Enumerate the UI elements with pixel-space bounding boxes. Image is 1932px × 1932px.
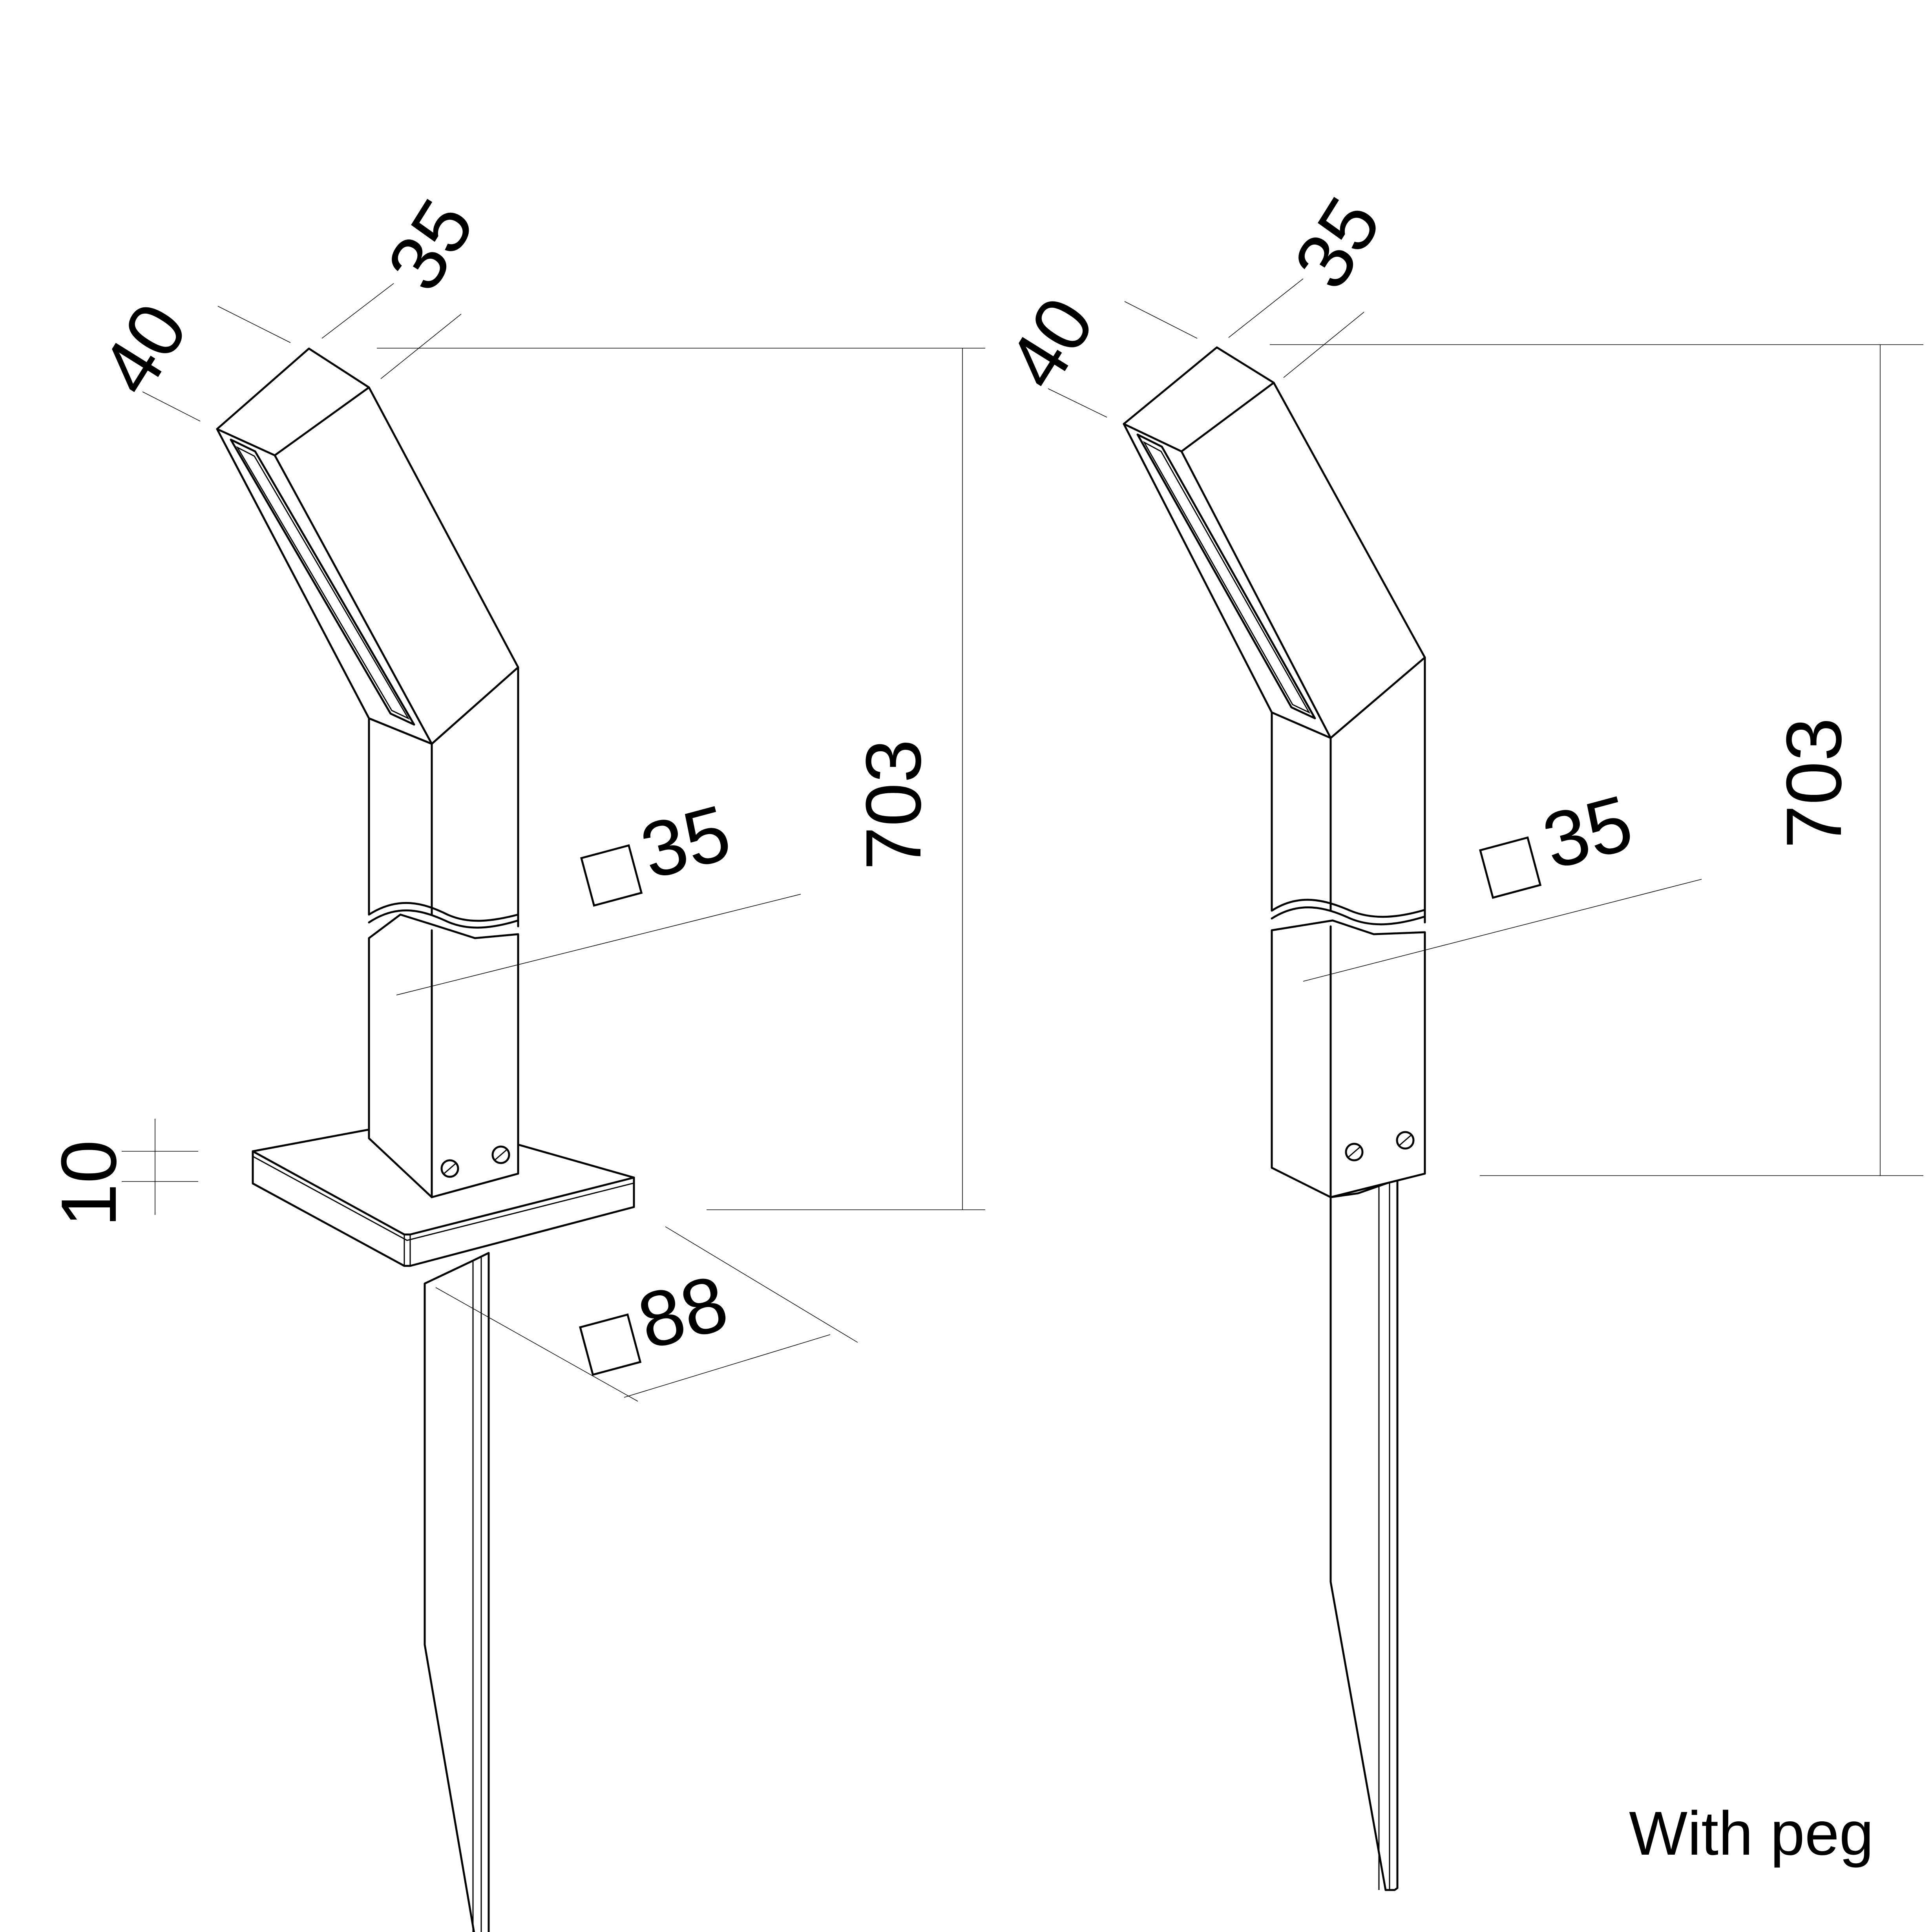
dim-head-width: 40 (990, 283, 1111, 403)
dim-plate-size: 88 (629, 1259, 736, 1366)
right-view: 40 35 703 35 (990, 183, 1923, 1891)
right-pole (1271, 656, 1426, 1198)
dim-head-width: 40 (84, 289, 204, 409)
dim-height: 703 (850, 739, 937, 870)
left-pole (368, 666, 519, 1198)
dim-pole-section: 35 (1534, 779, 1641, 886)
left-spike (424, 1252, 490, 1932)
right-spike (1329, 1178, 1399, 1891)
left-view: 40 35 703 35 10 88 (45, 184, 985, 1932)
left-head (216, 347, 519, 745)
right-dimensions: 40 35 703 35 (990, 183, 1923, 1176)
square-symbol (1479, 836, 1542, 899)
square-symbol (580, 844, 643, 907)
dim-plate-thickness: 10 (45, 1140, 133, 1227)
square-symbol (579, 1313, 642, 1376)
dim-height: 703 (1770, 718, 1858, 849)
dim-head-depth: 35 (370, 184, 491, 305)
right-head (1123, 346, 1426, 739)
caption: With peg (1629, 1799, 1874, 1868)
dim-pole-section: 35 (632, 789, 739, 896)
